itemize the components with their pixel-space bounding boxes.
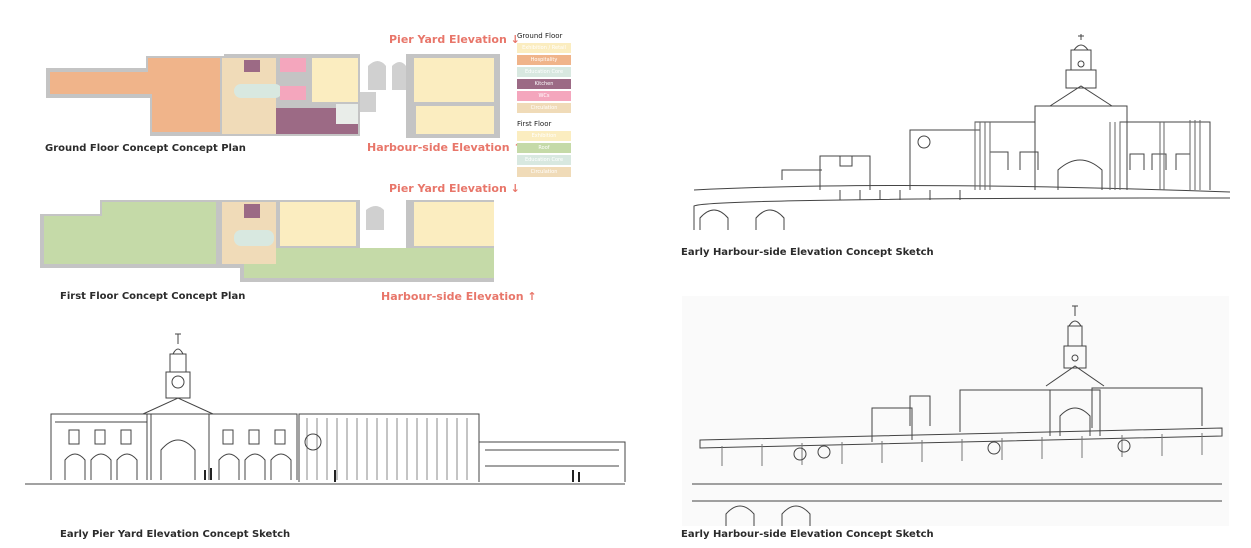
arrow-down-icon: ↓ <box>510 33 520 46</box>
legend-swatch-kitchen: Kitchen <box>517 79 571 89</box>
exhibition-room-2 <box>414 58 494 102</box>
exhibition-room-2 <box>414 202 494 246</box>
stair-core <box>234 84 282 98</box>
harbour-sketch-top-caption: Early Harbour-side Elevation Concept Ske… <box>681 247 934 258</box>
exhibition-room-1 <box>280 202 356 246</box>
first-floor-plan <box>40 200 494 282</box>
pier-yard-sketch <box>25 333 626 485</box>
roof-zone-1 <box>44 202 216 264</box>
roof-zone-2 <box>244 248 494 278</box>
legend-swatch-education-core: Education Core <box>517 67 571 77</box>
ground-harbour-side-label: Harbour-side Elevation ↑ <box>367 141 523 154</box>
kitchen-small <box>244 60 260 72</box>
legend-swatch-education-core: Education Core <box>517 155 571 165</box>
wc-zone-1 <box>280 58 306 72</box>
exhibition-room-1 <box>312 58 358 102</box>
hospitality-zone <box>50 58 220 132</box>
ground-floor-caption: Ground Floor Concept Concept Plan <box>45 143 246 154</box>
ground-pier-yard-label: Pier Yard Elevation ↓ <box>389 33 520 46</box>
stair-core <box>234 230 274 246</box>
legend-swatch-hospitality: Hospitality <box>517 55 571 65</box>
legend-ground-title: Ground Floor <box>517 32 563 40</box>
legend-swatch-wcs: WCs <box>517 91 571 101</box>
harbour-sketch-bottom-caption: Early Harbour-side Elevation Concept Ske… <box>681 529 934 540</box>
legend-first-title: First Floor <box>517 120 552 128</box>
first-harbour-side-label: Harbour-side Elevation ↑ <box>381 290 537 303</box>
legend-swatch-exhibition: Exhibition <box>517 131 571 141</box>
legend-swatch-circulation: Circulation <box>517 103 571 113</box>
harbour-side-sketch-bottom <box>682 296 1229 526</box>
first-pier-yard-label: Pier Yard Elevation ↓ <box>389 182 520 195</box>
harbour-side-sketch-top <box>693 34 1231 230</box>
legend-swatch-roof: Roof <box>517 143 571 153</box>
wc-zone-2 <box>280 86 306 100</box>
pier-sketch-caption: Early Pier Yard Elevation Concept Sketch <box>60 529 291 540</box>
first-floor-caption: First Floor Concept Concept Plan <box>60 291 246 302</box>
arrow-down-icon: ↓ <box>510 182 520 195</box>
stair-area <box>336 104 358 124</box>
legend-swatch-circulation: Circulation <box>517 167 571 177</box>
exhibition-room-3 <box>416 106 494 134</box>
ground-floor-plan <box>46 54 500 138</box>
legend-swatch-exhibition-retail: Exhibition / Retail <box>517 43 571 53</box>
arrow-up-icon: ↑ <box>527 290 537 303</box>
